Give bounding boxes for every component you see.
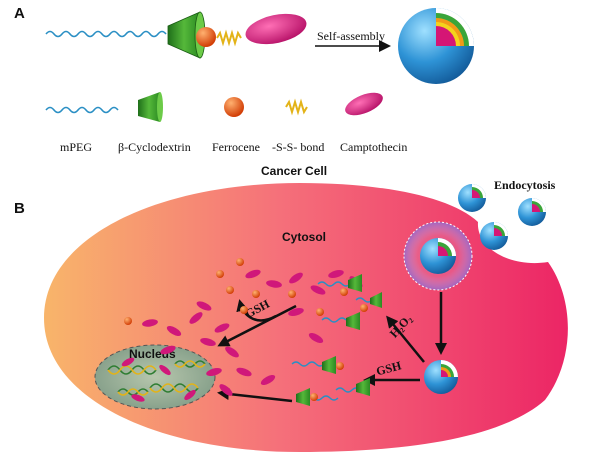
free-camptothecin <box>142 269 363 396</box>
legend-label-mpeg: mPEG <box>60 140 92 154</box>
polymer-fragments-upper <box>317 274 382 330</box>
legend-ss-bond-icon <box>285 98 308 116</box>
ss-bond-spring <box>216 29 242 47</box>
endocytosis-label: Endocytosis <box>494 178 556 192</box>
legend-cyclodextrin-icon <box>138 92 160 122</box>
outside-micelles <box>458 184 546 250</box>
free-ferrocene <box>124 258 368 325</box>
gsh-bottom-label: GSH <box>375 358 404 378</box>
panel-a-label: A <box>14 5 25 22</box>
camptothecin-ellipse <box>245 13 307 45</box>
legend-label-ss-bond: -S-S- bond <box>272 140 324 154</box>
released-micelle <box>424 360 458 394</box>
peg-chain <box>45 30 167 38</box>
ferrocene-ball <box>196 27 216 47</box>
legend-ferrocene-icon <box>224 97 244 117</box>
legend-camptothecin-icon <box>345 92 383 116</box>
legend-label-camptothecin: Camptothecin <box>340 140 407 154</box>
arrow-h2o2 <box>386 315 425 363</box>
arrow-release-to-nucleus <box>217 304 297 347</box>
legend-label-cyclodextrin: β-Cyclodextrin <box>118 140 191 154</box>
polymer-fragments-lower <box>291 356 370 406</box>
self-assembly-label: Self-assembly <box>317 29 385 43</box>
dna-strands <box>107 360 206 396</box>
cell-title: Cancer Cell <box>261 164 327 178</box>
legend-label-ferrocene: Ferrocene <box>212 140 260 154</box>
panel-b-label: B <box>14 200 25 217</box>
legend-peg-icon <box>45 106 119 114</box>
micelle-cutaway <box>398 8 474 84</box>
endosome <box>403 221 473 291</box>
legend-cyclodextrin-rim <box>157 92 163 122</box>
nucleus-drug-molecules <box>121 357 196 402</box>
cytosol-label: Cytosol <box>282 230 326 244</box>
arrow-gsh-top <box>236 299 277 322</box>
